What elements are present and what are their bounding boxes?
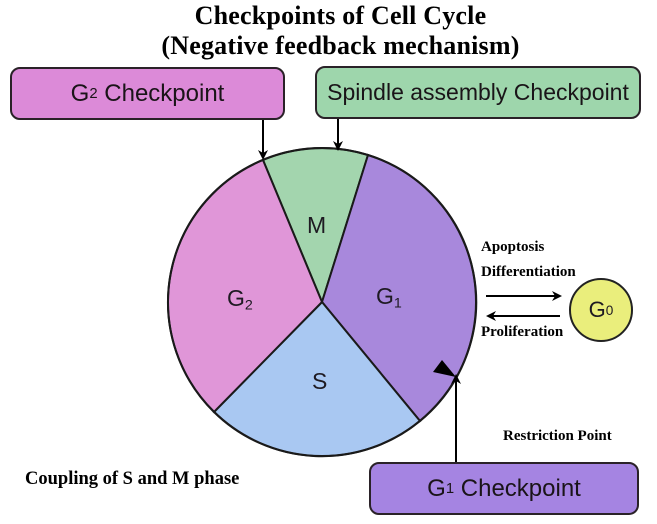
- phase-g2-prefix: G: [227, 285, 245, 311]
- g1-checkpoint-prefix: G: [427, 474, 446, 502]
- spindle-assembly-checkpoint-box: Spindle assembly Checkpoint: [315, 66, 641, 119]
- spindle-checkpoint-label: Spindle assembly Checkpoint: [327, 79, 629, 105]
- phase-label-g2: G2: [227, 285, 253, 314]
- phase-label-g1: G1: [376, 283, 402, 312]
- g1-checkpoint-subscript: 1: [445, 480, 455, 497]
- phase-label-m: M: [307, 212, 326, 239]
- restriction-point-label: Restriction Point: [503, 428, 612, 444]
- restriction-point-marker: [433, 360, 456, 377]
- title-line-2: (Negative feedback mechanism): [161, 31, 520, 60]
- coupling-label: Coupling of S and M phase: [25, 469, 240, 489]
- phase-g2-subscript: 2: [244, 297, 253, 314]
- phase-label-s: S: [312, 368, 327, 395]
- phase-g1-prefix: G: [376, 283, 394, 309]
- g2-checkpoint-subscript: 2: [89, 85, 98, 102]
- g0-subscript: 0: [605, 302, 614, 318]
- g2-checkpoint-prefix: G: [70, 79, 90, 107]
- cell-cycle-outline: [167, 147, 477, 457]
- apoptosis-label: Apoptosis: [481, 239, 545, 255]
- g0-prefix: G: [588, 297, 606, 322]
- phase-m-text: M: [307, 212, 327, 238]
- differentiation-label: Differentiation: [481, 264, 576, 280]
- phase-s-text: S: [312, 368, 328, 394]
- phase-g1-subscript: 1: [393, 295, 402, 312]
- g1-checkpoint-label: Checkpoint: [460, 474, 581, 502]
- g2-checkpoint-label: Checkpoint: [104, 79, 225, 107]
- title-line-1: Checkpoints of Cell Cycle: [194, 1, 487, 30]
- proliferation-label: Proliferation: [481, 324, 564, 340]
